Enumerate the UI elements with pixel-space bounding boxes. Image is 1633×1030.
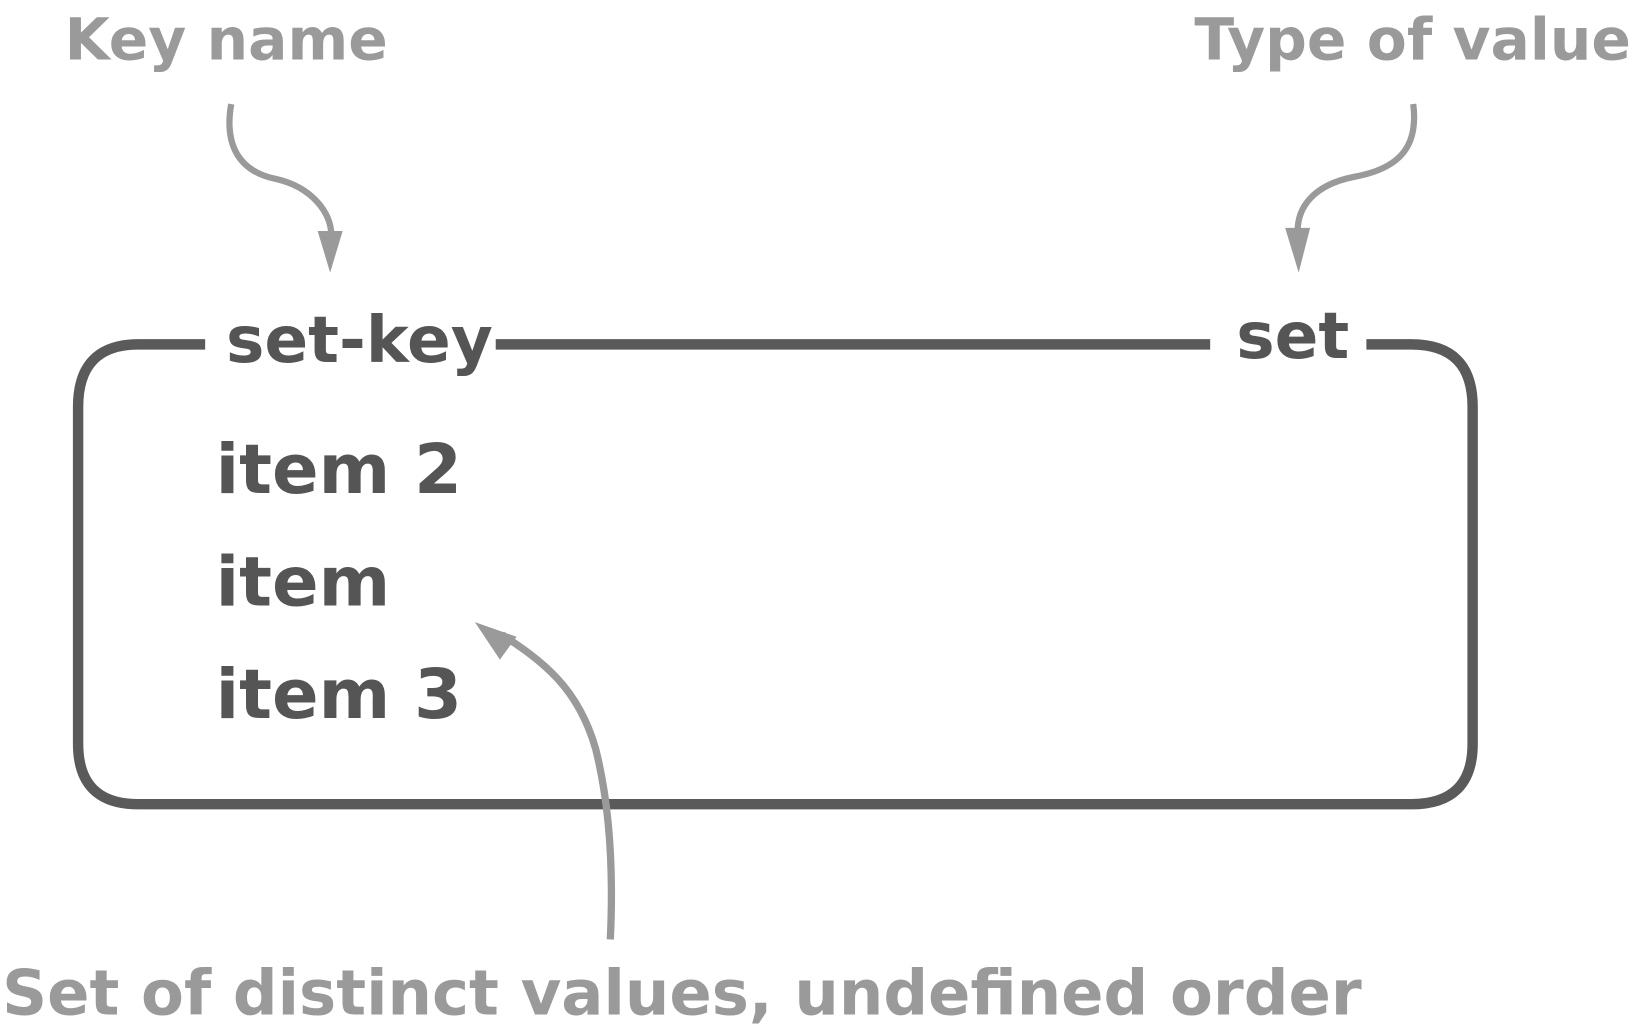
set-item: item 2 [216,430,462,510]
key-name-arrow [226,103,335,235]
set-description-arrow [499,631,615,940]
set-description-arrowhead [474,622,517,660]
set-item: item 3 [216,655,462,735]
record-box [72,339,1478,810]
type-text: set [1236,299,1349,374]
type-of-value-label: Type of value [1194,5,1631,73]
key-name-label: Key name [65,5,388,73]
set-description-label: Set of distinct values, undefined order [2,956,1362,1029]
type-arrow [1294,103,1418,232]
type-arrowhead [1285,227,1311,273]
key-name-arrowhead [317,230,343,273]
set-item: item [216,543,391,623]
key-text: set-key [226,303,493,378]
